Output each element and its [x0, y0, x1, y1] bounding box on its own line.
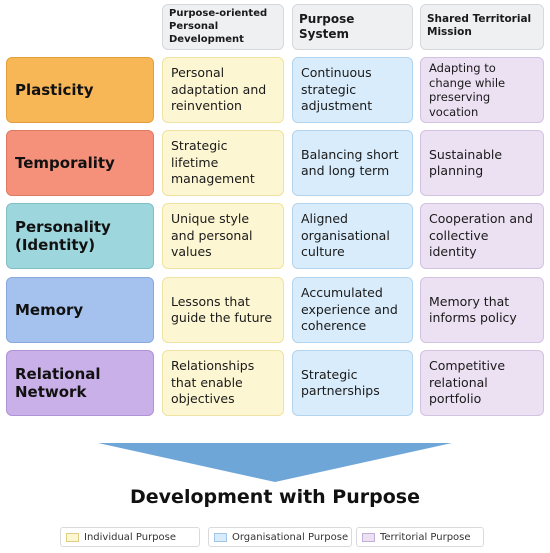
- row-label-relational-network: Relational Network: [6, 350, 154, 416]
- cell-memory-organisational: Accumulated experience and coherence: [292, 277, 413, 343]
- cell-memory-individual: Lessons that guide the future: [162, 277, 284, 343]
- cell-temporality-territorial: Sustainable planning: [420, 130, 544, 196]
- cell-relational-organisational: Strategic partnerships: [292, 350, 413, 416]
- row-label-plasticity: Plasticity: [6, 57, 154, 123]
- cell-memory-territorial: Memory that informs policy: [420, 277, 544, 343]
- cell-temporality-individual: Strategic lifetime management: [162, 130, 284, 196]
- legend-individual: Individual Purpose: [60, 527, 200, 547]
- row-label-personality: Personality (Identity): [6, 203, 154, 269]
- legend-swatch-individual: [66, 532, 79, 542]
- legend-label-individual: Individual Purpose: [84, 531, 177, 543]
- cell-personality-individual: Unique style and personal values: [162, 203, 284, 269]
- header-individual: Purpose-oriented Personal Development: [162, 4, 284, 50]
- row-label-temporality: Temporality: [6, 130, 154, 196]
- legend-swatch-territorial: [362, 532, 375, 542]
- legend-label-territorial: Territorial Purpose: [380, 531, 471, 543]
- cell-temporality-organisational: Balancing short and long term: [292, 130, 413, 196]
- row-label-memory: Memory: [6, 277, 154, 343]
- legend-organisational: Organisational Purpose: [208, 527, 352, 547]
- legend-label-organisational: Organisational Purpose: [232, 531, 349, 543]
- cell-personality-organisational: Aligned organisational culture: [292, 203, 413, 269]
- header-territorial: Shared Territorial Mission: [420, 4, 544, 50]
- header-organisational: Purpose System: [292, 4, 413, 50]
- cell-plasticity-individual: Personal adaptation and reinvention: [162, 57, 284, 123]
- cell-personality-territorial: Cooperation and collective identity: [420, 203, 544, 269]
- legend-swatch-organisational: [214, 532, 227, 542]
- legend-territorial: Territorial Purpose: [356, 527, 484, 547]
- diagram-title: Development with Purpose: [130, 486, 420, 508]
- cell-plasticity-territorial: Adapting to change while preserving voca…: [420, 57, 544, 123]
- cell-plasticity-organisational: Continuous strategic adjustment: [292, 57, 413, 123]
- cell-relational-territorial: Competitive relational portfolio: [420, 350, 544, 416]
- cell-relational-individual: Relationships that enable objectives: [162, 350, 284, 416]
